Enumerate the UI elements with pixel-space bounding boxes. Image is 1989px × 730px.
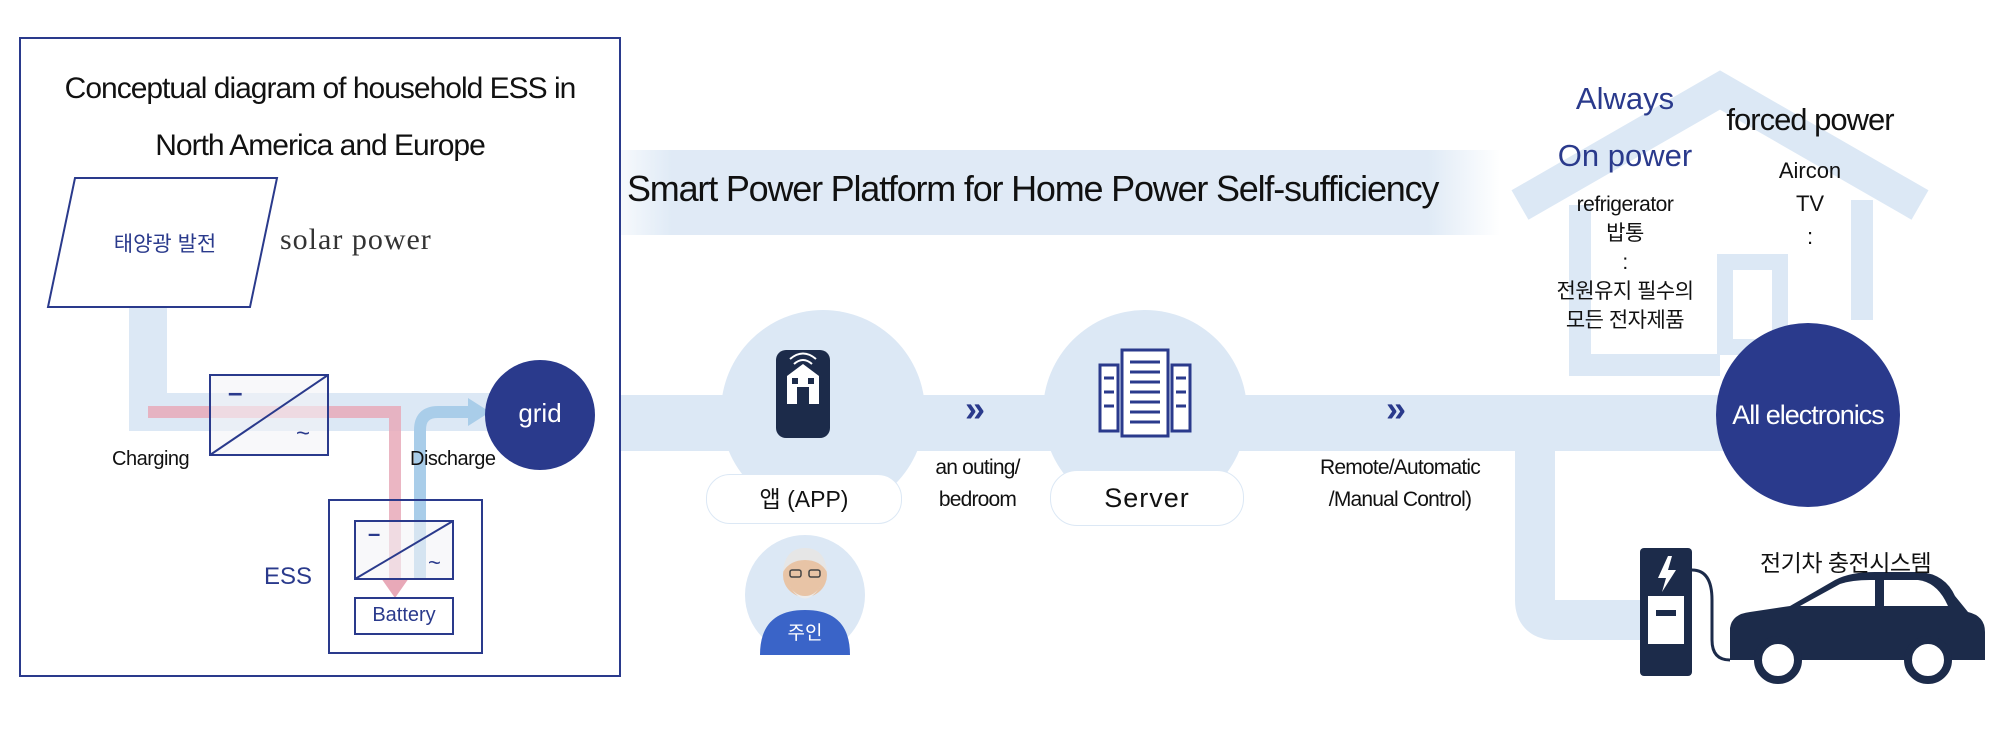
always-on-title: Always On power <box>1525 70 1725 184</box>
solar-panel <box>46 177 279 308</box>
grid-circle <box>485 360 595 470</box>
inverter-ac-symbol: ~ <box>296 420 311 447</box>
ev-branch-band <box>1515 451 1650 640</box>
discharge-arrow-head <box>468 398 490 426</box>
ess-inverter-diagonal <box>354 520 454 580</box>
house-wall-left <box>1569 205 1720 376</box>
always-on-items: refrigerator 밥통 : 전원유지 필수의 모든 전자제품 <box>1520 190 1730 335</box>
always-item: : <box>1622 251 1628 274</box>
left-panel-frame <box>19 37 621 677</box>
grid-label: grid <box>518 398 562 428</box>
inverter-diagonal <box>209 374 329 456</box>
forced-item: : <box>1806 224 1814 249</box>
always-on-title-line2: On power <box>1557 138 1693 173</box>
all-electronics-circle <box>1716 323 1900 507</box>
discharge-arrow-line <box>414 406 470 580</box>
server-icon <box>1098 348 1192 438</box>
control-label-line2: /Manual Control) <box>1328 488 1472 511</box>
control-label: Remote/Automatic /Manual Control) <box>1290 452 1510 516</box>
chevron-right-icon: » <box>964 388 986 429</box>
always-item: 밥통 <box>1606 222 1644 245</box>
ess-inverter-dc-symbol: – <box>368 521 381 546</box>
ess-label: ESS <box>264 563 313 590</box>
solar-panel-label: 태양광 발전 <box>113 233 217 256</box>
always-item: 전원유지 필수의 <box>1556 280 1694 303</box>
ev-charging-label: 전기차 충전시스템 <box>1760 550 1932 576</box>
user-avatar <box>745 535 865 655</box>
always-item: refrigerator <box>1576 193 1674 216</box>
outing-label: an outing/ bedroom <box>910 452 1045 516</box>
forced-power-items: Aircon TV : <box>1755 154 1865 253</box>
control-label-line1: Remote/Automatic <box>1320 456 1481 479</box>
always-item: 모든 전자제품 <box>1565 309 1685 332</box>
ev-charger-icon <box>1640 548 1731 676</box>
always-on-title-line1: Always <box>1575 81 1675 116</box>
user-label: 주인 <box>787 623 823 644</box>
solar-caption: solar power <box>280 223 432 256</box>
all-electronics-label: All electronics <box>1732 400 1885 430</box>
ess-inverter-ac-symbol: ~ <box>428 550 441 575</box>
battery-label: Battery <box>372 604 436 626</box>
outing-label-line2: bedroom <box>938 488 1017 511</box>
charging-arrow-line <box>148 406 402 580</box>
server-label-pill: Server <box>1050 470 1244 526</box>
ess-box <box>328 499 483 654</box>
chevron-right-icon-2: » <box>1385 388 1407 429</box>
smartphone-icon <box>776 350 830 438</box>
discharge-label: Discharge <box>410 448 496 470</box>
left-panel-title-line1: Conceptual diagram of household ESS in <box>64 72 577 105</box>
app-label-pill: 앱 (APP) <box>706 474 902 524</box>
battery-box <box>354 597 454 635</box>
forced-item: TV <box>1795 191 1825 216</box>
house-roof <box>1511 70 1929 220</box>
outing-label-line1: an outing/ <box>935 456 1020 479</box>
left-panel-title: Conceptual diagram of household ESS in N… <box>20 60 620 174</box>
inverter-dc-symbol: – <box>228 377 243 407</box>
forced-item: Aircon <box>1778 158 1842 183</box>
charging-label: Charging <box>112 448 190 470</box>
platform-title: Smart Power Platform for Home Power Self… <box>627 168 1439 209</box>
left-panel-title-line2: North America and Europe <box>155 129 486 162</box>
charging-arrow-head <box>381 578 409 598</box>
forced-power-title: forced power <box>1726 102 1894 137</box>
platform-title-band <box>600 150 1500 235</box>
car-icon <box>1730 572 1985 684</box>
